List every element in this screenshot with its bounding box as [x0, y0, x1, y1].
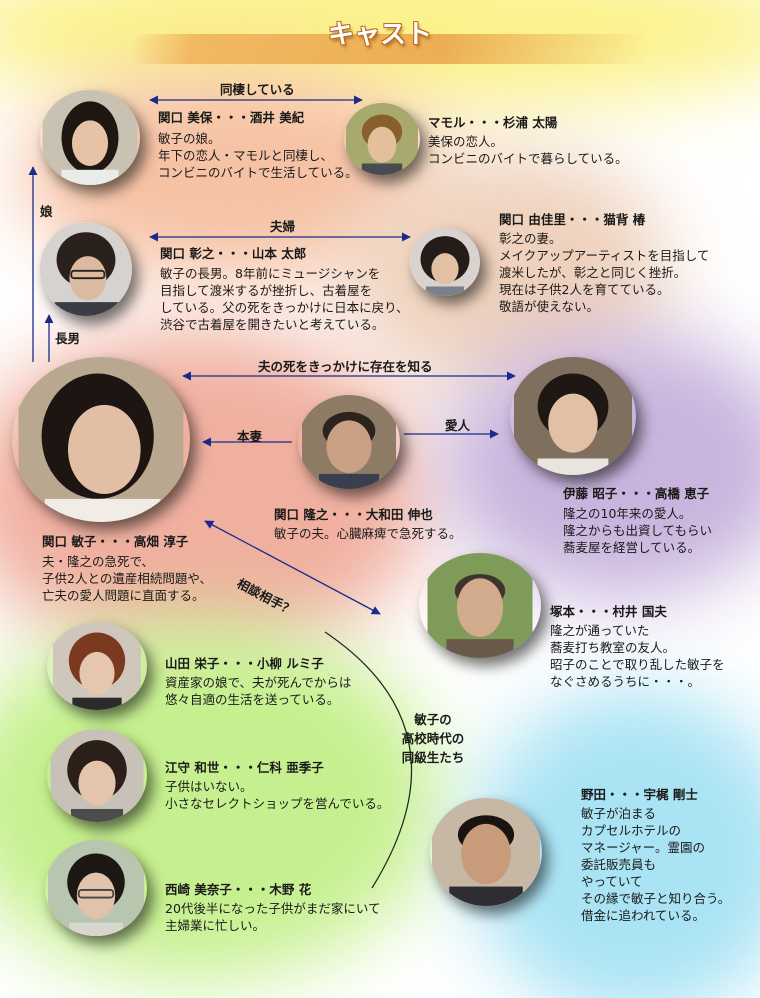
- takayuki-name: 関口 隆之・・・大和田 伸也: [274, 507, 433, 523]
- kazuyo-desc-line: 子供はいない。: [165, 778, 389, 795]
- relation-spouse: 夫婦: [270, 216, 295, 235]
- mamoru-desc-line: コンビニのバイトで暮らしている。: [428, 150, 628, 167]
- toshiko-name: 関口 敏子・・・高畑 淳子: [42, 534, 188, 550]
- mamoru-description: 美保の恋人。 コンビニのバイトで暮らしている。: [428, 133, 628, 167]
- noda-desc-line: その縁で敏子と知り合う。: [581, 890, 730, 907]
- tsukamoto-name: 塚本・・・村井 国夫: [550, 604, 667, 620]
- miho-description: 敏子の娘。 年下の恋人・マモルと同棲し、 コンビニのバイトで生活している。: [158, 130, 358, 181]
- takayuki-desc-line: 敏子の夫。心臓麻痺で急死する。: [274, 525, 462, 542]
- shoko-desc-line: 隆之の10年来の愛人。: [563, 505, 712, 522]
- minako-portrait: [45, 840, 147, 936]
- miho-desc-line: 敏子の娘。: [158, 130, 358, 147]
- yukari-name: 関口 由佳里・・・猫背 椿: [499, 212, 645, 228]
- classmates-line-3: 同級生たち: [383, 748, 483, 767]
- eiko-desc-line: 資産家の娘で、夫が死んでからは: [165, 674, 351, 691]
- yukari-desc-line: 彰之の妻。: [499, 230, 709, 247]
- eiko-desc-line: 悠々自適の生活を送っている。: [165, 691, 351, 708]
- kazuyo-portrait: [47, 729, 147, 822]
- kazuyo-description: 子供はいない。 小さなセレクトショップを営んでいる。: [165, 778, 389, 812]
- eiko-name: 山田 栄子・・・小柳 ルミ子: [165, 656, 324, 672]
- minako-desc-line: 20代後半になった子供がまだ家にいて: [165, 900, 381, 917]
- minako-description: 20代後半になった子供がまだ家にいて 主婦業に忙しい。: [165, 900, 381, 934]
- shoko-description: 隆之の10年来の愛人。 隆之からも出資してもらい 蕎麦屋を経営している。: [563, 505, 712, 556]
- minako-desc-line: 主婦業に忙しい。: [165, 917, 381, 934]
- classmates-line-2: 高校時代の: [383, 729, 483, 748]
- akiyuki-desc-line: している。父の死をきっかけに日本に戻り、: [160, 299, 409, 316]
- shoko-desc-line: 隆之からも出資してもらい: [563, 522, 712, 539]
- eiko-portrait: [47, 622, 147, 710]
- noda-name: 野田・・・宇梶 剛士: [581, 787, 698, 803]
- noda-desc-line: 委託販売員も: [581, 856, 730, 873]
- takayuki-portrait: [298, 395, 400, 489]
- shoko-desc-line: 蕎麦屋を経営している。: [563, 539, 712, 556]
- toshiko-description: 夫・隆之の急死で、 子供2人との遺産相続問題や、 亡夫の愛人問題に直面する。: [42, 553, 212, 604]
- akiyuki-name: 関口 彰之・・・山本 太郎: [160, 246, 306, 262]
- mamoru-name: マモル・・・杉浦 太陽: [428, 115, 557, 131]
- relation-classmates: 敏子の 高校時代の 同級生たち: [383, 710, 483, 767]
- shoko-portrait: [510, 357, 636, 475]
- akiyuki-desc-line: 敏子の長男。8年前にミュージシャンを: [160, 265, 409, 282]
- relation-cohabit: 同棲している: [220, 79, 295, 98]
- toshiko-desc-line: 夫・隆之の急死で、: [42, 553, 212, 570]
- miho-desc-line: コンビニのバイトで生活している。: [158, 164, 358, 181]
- tsukamoto-desc-line: なぐさめるうちに・・・。: [550, 673, 725, 690]
- relation-son: 長男: [55, 328, 80, 347]
- akiyuki-desc-line: 目指して渡米するが挫折し、古着屋を: [160, 282, 409, 299]
- kazuyo-desc-line: 小さなセレクトショップを営んでいる。: [165, 795, 389, 812]
- shoko-name: 伊藤 昭子・・・高橋 恵子: [563, 486, 709, 502]
- relation-learned: 夫の死をきっかけに存在を知る: [258, 356, 433, 375]
- yukari-desc-line: メイクアップアーティストを目指して: [499, 247, 709, 264]
- miho-name: 関口 美保・・・酒井 美紀: [158, 110, 304, 126]
- minako-name: 西崎 美奈子・・・木野 花: [165, 882, 311, 898]
- noda-desc-line: マネージャー。霊園の: [581, 839, 730, 856]
- yukari-desc-line: 現在は子供2人を育てている。: [499, 281, 709, 298]
- takayuki-description: 敏子の夫。心臓麻痺で急死する。: [274, 525, 462, 542]
- toshiko-desc-line: 亡夫の愛人問題に直面する。: [42, 587, 212, 604]
- toshiko-desc-line: 子供2人との遺産相続問題や、: [42, 570, 212, 587]
- relation-lover: 愛人: [445, 415, 470, 434]
- noda-desc-line: カプセルホテルの: [581, 822, 730, 839]
- noda-desc-line: 借金に追われている。: [581, 907, 730, 924]
- tsukamoto-portrait: [419, 553, 541, 658]
- miho-portrait: [40, 90, 140, 185]
- miho-desc-line: 年下の恋人・マモルと同棲し、: [158, 147, 358, 164]
- relation-wife: 本妻: [237, 426, 262, 445]
- yukari-portrait: [410, 228, 480, 296]
- noda-desc-line: 敏子が泊まる: [581, 805, 730, 822]
- noda-desc-line: やっていて: [581, 873, 730, 890]
- akiyuki-portrait: [40, 222, 132, 316]
- classmates-line-1: 敏子の: [383, 710, 483, 729]
- tsukamoto-description: 隆之が通っていた 蕎麦打ち教室の友人。 昭子のことで取り乱した敏子を なぐさめる…: [550, 622, 725, 690]
- yukari-description: 彰之の妻。 メイクアップアーティストを目指して 渡米したが、彰之と同じく挫折。 …: [499, 230, 709, 315]
- eiko-description: 資産家の娘で、夫が死んでからは 悠々自適の生活を送っている。: [165, 674, 351, 708]
- relation-daughter: 娘: [40, 201, 53, 220]
- noda-description: 敏子が泊まる カプセルホテルの マネージャー。霊園の 委託販売員も やっていて …: [581, 805, 730, 924]
- tsukamoto-desc-line: 昭子のことで取り乱した敏子を: [550, 656, 725, 673]
- yukari-desc-line: 敬語が使えない。: [499, 298, 709, 315]
- kazuyo-name: 江守 和世・・・仁科 亜季子: [165, 760, 324, 776]
- mamoru-desc-line: 美保の恋人。: [428, 133, 628, 150]
- noda-portrait: [430, 798, 542, 906]
- toshiko-portrait: [12, 357, 190, 522]
- akiyuki-desc-line: 渋谷で古着屋を開きたいと考えている。: [160, 316, 409, 333]
- akiyuki-description: 敏子の長男。8年前にミュージシャンを 目指して渡米するが挫折し、古着屋を してい…: [160, 265, 409, 333]
- tsukamoto-desc-line: 隆之が通っていた: [550, 622, 725, 639]
- yukari-desc-line: 渡米したが、彰之と同じく挫折。: [499, 264, 709, 281]
- tsukamoto-desc-line: 蕎麦打ち教室の友人。: [550, 639, 725, 656]
